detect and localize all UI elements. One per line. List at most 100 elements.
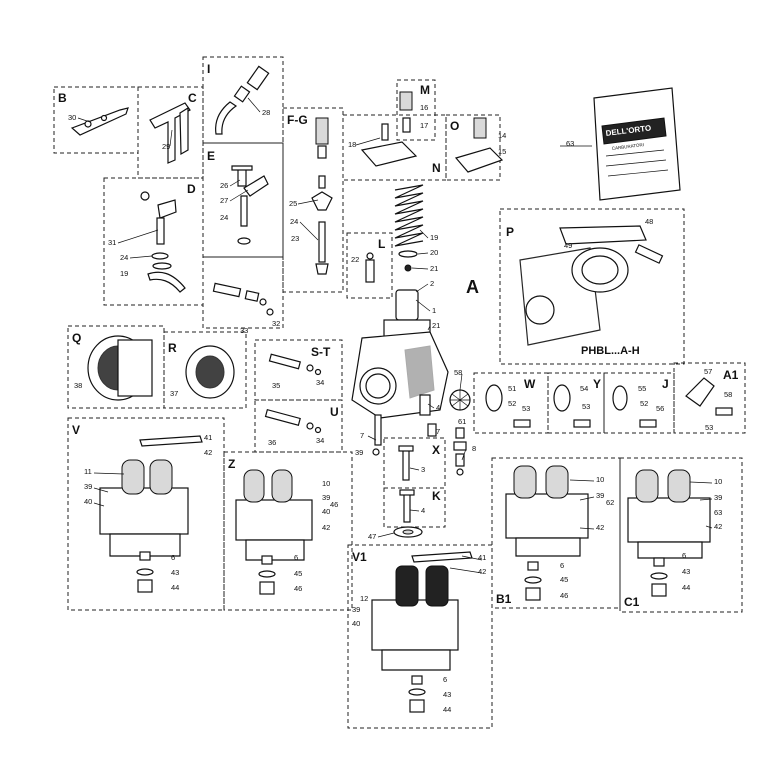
part-47-b1: 46: [560, 591, 568, 600]
part-54-a1: 53: [705, 423, 713, 432]
part-47-z: 46: [294, 584, 302, 593]
part-34: 35: [272, 381, 280, 390]
part-15: 16: [420, 103, 428, 112]
choke-assembly-part: [231, 165, 269, 245]
part-39-v: 39: [84, 482, 92, 491]
part-13: 14: [498, 131, 506, 140]
part-59: 58: [724, 390, 732, 399]
float-bowl-V: [99, 435, 203, 593]
part-39-b1: 39: [596, 491, 604, 500]
part-23-e: 24: [220, 213, 228, 222]
part-27: 28: [262, 108, 270, 117]
model-label: PHBL...A-H: [581, 345, 640, 357]
part-20: 21: [430, 264, 438, 273]
part-40-v1: 40: [352, 619, 360, 628]
part-38: 39: [355, 448, 363, 457]
part-53-j: 52: [640, 399, 648, 408]
part-12: 12: [360, 594, 368, 603]
part-10-b1: 10: [596, 475, 604, 484]
part-23-fg: 24: [290, 217, 298, 226]
section-K: K: [432, 489, 441, 503]
part-33-u: 34: [316, 436, 324, 445]
part-8: 7: [360, 431, 364, 440]
part-4: 4: [421, 506, 425, 515]
part-6-c1: 6: [682, 551, 686, 560]
section-W: W: [524, 377, 536, 391]
jets-part: [311, 117, 333, 275]
part-42-v1: 42: [478, 567, 486, 576]
part-43-v1: 43: [443, 690, 451, 699]
part-42-z: 42: [322, 523, 330, 532]
part-40-z: 40: [322, 507, 330, 516]
part-55: 54: [580, 384, 588, 393]
section-ST: S-T: [311, 345, 331, 359]
section-R: R: [168, 341, 177, 355]
kit-bag-number: 63: [566, 139, 574, 148]
part-42-c1: 42: [714, 522, 722, 531]
section-M: M: [420, 83, 430, 97]
part-25: 26: [220, 181, 228, 190]
part-6-v1: 6: [443, 675, 447, 684]
part-22-fg: 23: [291, 234, 299, 243]
section-V1: V1: [352, 550, 367, 564]
part-19-d: 19: [120, 269, 128, 278]
part-62: 63: [714, 508, 722, 517]
part-19: 20: [430, 248, 438, 257]
part-50: 49: [564, 241, 572, 250]
section-Z: Z: [228, 457, 235, 471]
part-42-v: 42: [204, 448, 212, 457]
part-41-v1: 41: [478, 553, 486, 562]
section-J: J: [662, 377, 669, 391]
part-31: 32: [272, 319, 280, 328]
part-18: 19: [430, 233, 438, 242]
part-60: 61: [458, 417, 466, 426]
fuel-banjo-parts: [485, 377, 733, 428]
part-10-z: 10: [322, 479, 330, 488]
section-V: V: [72, 423, 80, 437]
part-36: 37: [170, 389, 178, 398]
kit-bag-tag: CARBURATORI: [612, 142, 645, 151]
part-46-z: 45: [294, 569, 302, 578]
part-21: 21: [432, 321, 440, 330]
part-46-b1: 45: [560, 575, 568, 584]
part-30: 31: [108, 238, 116, 247]
part-drawings: [70, 65, 733, 713]
carburetor-body: [351, 289, 449, 456]
part-1: 1: [432, 306, 436, 315]
part-56: 55: [638, 384, 646, 393]
part-48: 47: [368, 532, 376, 541]
part-44-v1: 44: [443, 705, 451, 714]
part-23-d: 24: [120, 253, 128, 262]
part-5: 4: [436, 403, 440, 412]
part-45: 46: [330, 500, 338, 509]
section-boxes: [53, 56, 746, 729]
float-needle-parts: [140, 191, 186, 293]
mixture-screw-parts: [264, 353, 322, 434]
part-24: 25: [289, 199, 297, 208]
part-35: 36: [268, 438, 276, 447]
section-N: N: [432, 161, 441, 175]
banjo-parts: [453, 427, 467, 476]
section-B: B: [58, 91, 67, 105]
section-letters: B C I F-G E D M O N L A P PHBL...A-H Q R…: [58, 62, 739, 609]
section-E: E: [207, 149, 215, 163]
leader-lines: [77, 97, 713, 574]
part-6-v: 6: [171, 553, 175, 562]
needle-part: [365, 252, 375, 283]
lever-part: [70, 107, 129, 136]
section-L: L: [378, 237, 385, 251]
section-A1: A1: [723, 368, 739, 382]
bracket-part: [149, 102, 191, 164]
part-58: 57: [704, 367, 712, 376]
part-52: 51: [508, 384, 516, 393]
float-bowl-Z: [235, 469, 313, 595]
section-FG: F-G: [287, 113, 308, 127]
part-44-c1: 44: [682, 583, 690, 592]
part-2: 2: [430, 279, 434, 288]
part-42-b1: 42: [596, 523, 604, 532]
part-54-w: 53: [522, 404, 530, 413]
part-44-v: 44: [171, 583, 179, 592]
throttle-spring-part: [394, 184, 424, 272]
part-41: 41: [204, 433, 212, 442]
